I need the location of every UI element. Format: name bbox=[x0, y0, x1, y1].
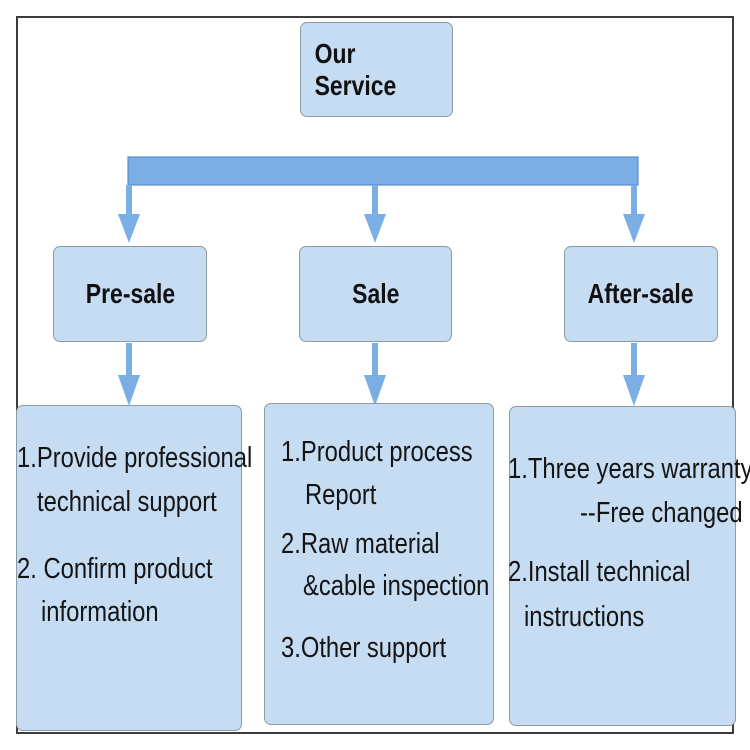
after-sale-line: 2.Install technical bbox=[508, 556, 691, 588]
sale-line: &cable inspection bbox=[303, 570, 490, 602]
pre-sale-line: information bbox=[41, 596, 159, 628]
pre-sale-details-box: 1.Provide professional technical support… bbox=[16, 405, 252, 731]
arrow-after-sale-details bbox=[623, 343, 645, 406]
arrow-to-after-sale bbox=[623, 185, 645, 243]
sale-line: Report bbox=[305, 479, 377, 511]
pre-sale-line: 2. Confirm product bbox=[17, 553, 213, 585]
sale-header-box: Sale bbox=[299, 246, 452, 342]
arrow-pre-sale-details bbox=[118, 343, 140, 406]
after-sale-line: 1.Three years warranty bbox=[508, 453, 750, 485]
arrow-to-pre-sale bbox=[118, 185, 140, 243]
arrow-to-sale bbox=[364, 185, 386, 243]
pre-sale-line: technical support bbox=[37, 486, 217, 518]
sale-header: Sale bbox=[351, 278, 400, 309]
after-sale-details-box: 1.Three years warranty --Free changed 2.… bbox=[508, 406, 750, 726]
after-sale-header: After-sale bbox=[588, 278, 694, 309]
after-sale-line: --Free changed bbox=[580, 497, 743, 529]
arrow-sale-details bbox=[364, 343, 386, 406]
sale-line: 2.Raw material bbox=[281, 528, 440, 560]
title-box: Our Service bbox=[300, 22, 453, 117]
sale-details-box: 1.Product process Report 2.Raw material … bbox=[264, 403, 494, 725]
pre-sale-header: Pre-sale bbox=[85, 278, 175, 309]
pre-sale-line: 1.Provide professional bbox=[17, 442, 253, 474]
after-sale-line: instructions bbox=[524, 601, 645, 633]
sale-line: 3.Other support bbox=[281, 632, 447, 664]
pre-sale-header-box: Pre-sale bbox=[53, 246, 207, 342]
distribution-bar bbox=[127, 156, 639, 186]
title-text: Our Service bbox=[314, 37, 397, 101]
diagram-frame bbox=[16, 16, 734, 734]
after-sale-header-box: After-sale bbox=[564, 246, 718, 342]
sale-line: 1.Product process bbox=[281, 436, 473, 468]
